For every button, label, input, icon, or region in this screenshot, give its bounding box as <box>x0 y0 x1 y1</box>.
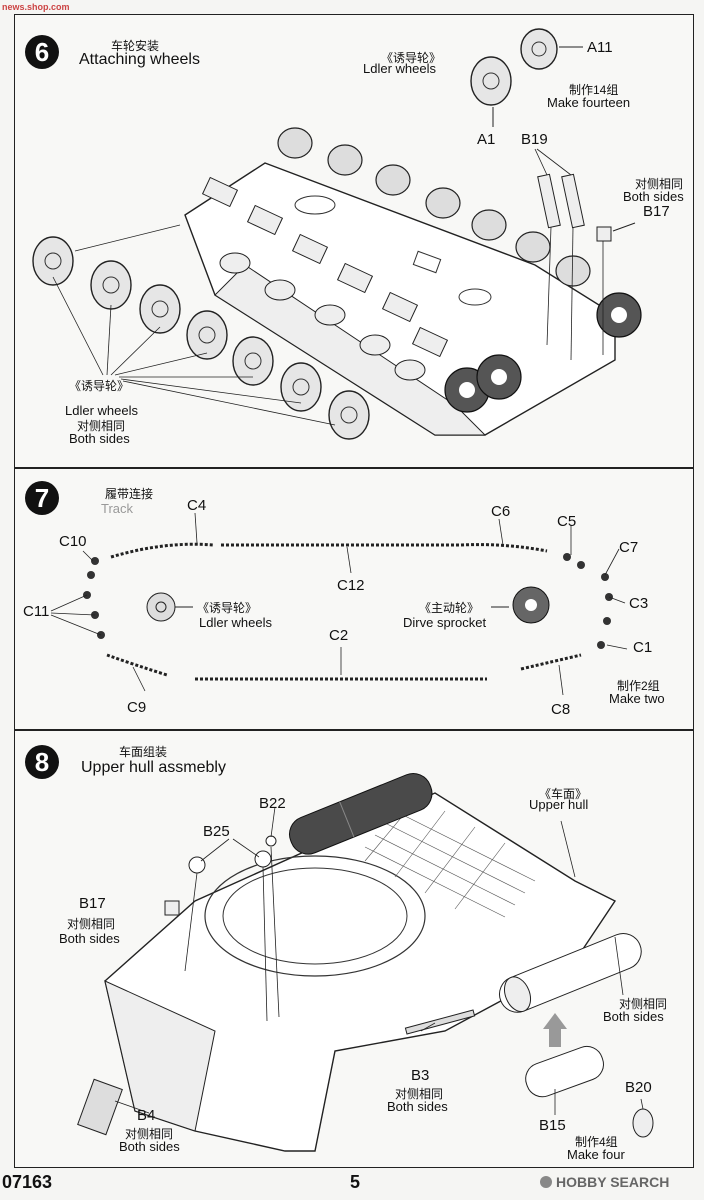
part-b4-label: B4 <box>137 1107 156 1124</box>
part-c7-label: C7 <box>619 539 639 556</box>
part-c3-label: C3 <box>629 595 649 612</box>
step8-b4-en: Both sides <box>119 1139 180 1154</box>
step6-panel: 6 车轮安装 Attaching wheels 《诱导轮》 Ldler whee… <box>14 14 694 468</box>
watermark-top: news.shop.com <box>2 2 70 12</box>
step7-sprocket-en: Dirve sprocket <box>403 615 487 630</box>
step7-illustration <box>50 512 628 696</box>
step8-make-cn: 制作4组 <box>575 1135 618 1149</box>
footer-brand-text: HOBBY SEARCH <box>556 1174 670 1190</box>
part-a1-label: A1 <box>477 131 496 148</box>
step7-idler-en: Ldler wheels <box>199 615 272 630</box>
step8-b17-cn: 对侧相同 <box>67 917 116 931</box>
part-c2-label: C2 <box>329 627 349 644</box>
step8-right-en: Both sides <box>603 1009 664 1024</box>
part-c6-label: C6 <box>491 503 511 520</box>
footer-page: 5 <box>350 1172 361 1192</box>
step7-panel: 7 履带连接 Track C4 C6 C5 C7 C10 C12 C11 C3 … <box>14 468 694 730</box>
part-b22-label: B22 <box>259 795 286 812</box>
step8-b3-cn: 对侧相同 <box>395 1087 444 1101</box>
part-b17-label-step8: B17 <box>79 895 106 912</box>
step6-idler-top-en: Ldler wheels <box>363 61 436 76</box>
step6-title-en: Attaching wheels <box>79 51 200 68</box>
step6-idler-left-en: Ldler wheels <box>65 403 138 418</box>
part-b19-label: B19 <box>521 131 548 148</box>
footer-brand: HOBBY SEARCH <box>540 1174 669 1190</box>
step6-both-en: Both sides <box>623 189 684 204</box>
step7-idler-cn: 《诱导轮》 <box>197 601 258 615</box>
step6-idler-left-cn: 《诱导轮》 <box>69 379 130 393</box>
step8-title-en: Upper hull assmebly <box>81 759 226 776</box>
step6-number: 6 <box>25 35 59 69</box>
part-c1-label: C1 <box>633 639 653 656</box>
step6-idler-top-cn: 《诱导轮》 <box>381 51 442 65</box>
step7-title-cn: 履带连接 <box>105 487 154 501</box>
step8-right-cn: 对侧相同 <box>619 997 668 1011</box>
step6-title-cn: 车轮安装 <box>111 39 160 53</box>
step8-b4-cn: 对侧相同 <box>125 1127 174 1141</box>
part-b15-label: B15 <box>539 1117 566 1134</box>
step7-title-en: Track <box>101 501 134 516</box>
footer-code: 07163 <box>2 1172 53 1192</box>
part-c9-label: C9 <box>127 699 147 716</box>
part-c11-label: C11 <box>23 603 50 620</box>
step8-number: 8 <box>25 745 59 779</box>
step8-illustration <box>77 773 654 1152</box>
step8-b3-en: Both sides <box>387 1099 448 1114</box>
step8-panel: 8 车面组装 Upper hull assmebly B22 B25 B17 对… <box>14 730 694 1168</box>
step7-number: 7 <box>25 481 59 515</box>
part-c4-label: C4 <box>187 497 207 514</box>
step6-make-en: Make fourteen <box>547 95 631 110</box>
part-c12-label: C12 <box>337 577 365 594</box>
step8-title-cn: 车面组装 <box>119 745 168 759</box>
part-c10-label: C10 <box>59 533 87 550</box>
step8-make-en: Make four <box>567 1147 625 1162</box>
step8-b17-en: Both sides <box>59 931 120 946</box>
step7-make-en: Make two <box>609 691 665 706</box>
step6-left-both-cn: 对侧相同 <box>77 419 126 433</box>
step7-sprocket-cn: 《主动轮》 <box>419 601 480 615</box>
part-c8-label: C8 <box>551 701 571 718</box>
part-b25-label: B25 <box>203 823 230 840</box>
step8-upper-cn: 《车面》 <box>539 787 588 801</box>
hobby-search-logo-icon <box>540 1176 552 1188</box>
step7-make-cn: 制作2组 <box>617 679 660 693</box>
step6-make-cn: 制作14组 <box>569 83 619 97</box>
part-b20-label: B20 <box>625 1079 652 1096</box>
part-c5-label: C5 <box>557 513 577 530</box>
part-a11-label: A11 <box>587 39 613 56</box>
part-b3-label: B3 <box>411 1067 430 1084</box>
step8-upper-en: Upper hull <box>529 797 589 812</box>
step6-left-both-en: Both sides <box>69 431 130 446</box>
part-b17-label: B17 <box>643 203 670 220</box>
step6-illustration <box>32 28 642 440</box>
step6-both-cn: 对侧相同 <box>635 177 684 191</box>
